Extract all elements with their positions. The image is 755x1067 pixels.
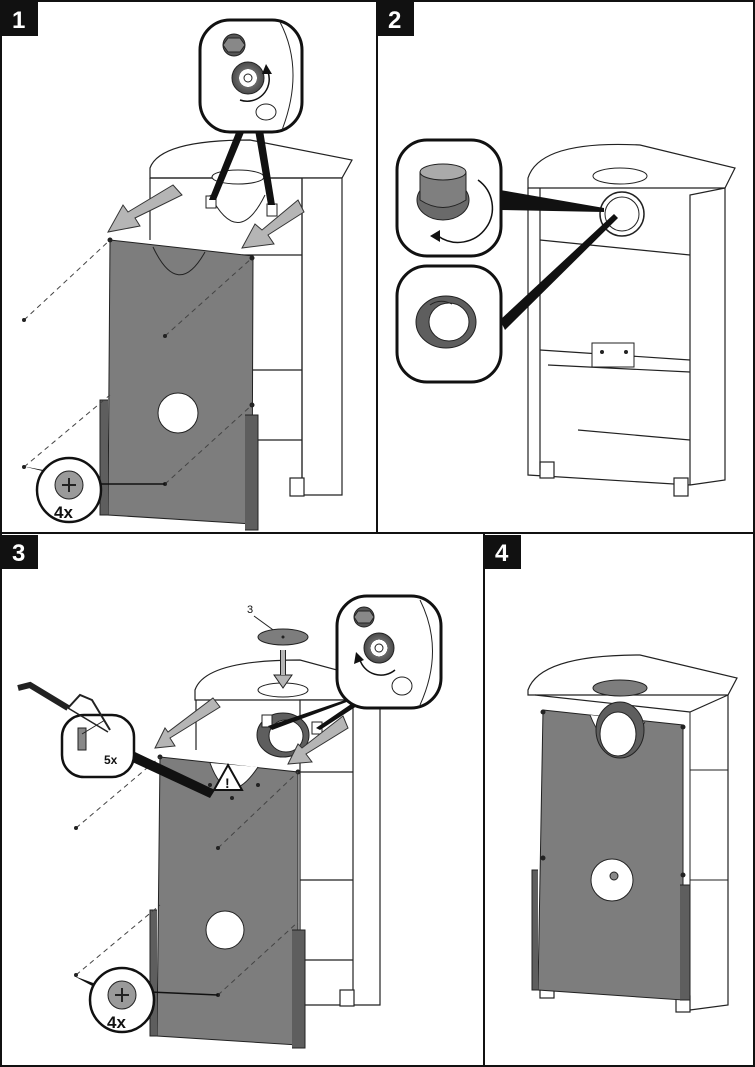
detail-magnifier-3-saw: 5x <box>17 681 215 798</box>
step-4-number: 4 <box>495 540 509 567</box>
svg-text:!: ! <box>225 775 230 791</box>
step-4-panel: 4 <box>485 535 738 1013</box>
rotate-arrow-icon <box>437 179 494 244</box>
screw-callout-1: 4x <box>22 456 165 524</box>
hacksaw-icon <box>17 681 111 733</box>
rotate-arrow-icon <box>239 71 270 102</box>
step-1-badge <box>2 2 38 36</box>
removal-arrow-right <box>241 199 305 249</box>
flue-opening-top-2 <box>592 167 648 185</box>
flue-port <box>599 191 645 237</box>
detail-magnifier-1 <box>198 18 304 205</box>
step-2-panel: 2 <box>378 2 736 497</box>
bolt-detail <box>255 103 277 121</box>
stove-cabinet <box>149 139 353 497</box>
screw-guide-lines-3 <box>75 756 299 996</box>
screw-callout-3: 4x <box>74 966 219 1034</box>
removal-arrow-left-3 <box>154 697 221 749</box>
support-bracket <box>591 342 635 368</box>
cover-plate-3: 3 <box>247 604 309 689</box>
detail-magnifier-2b <box>395 214 618 384</box>
front-panel <box>99 237 259 531</box>
warning-icon <box>212 762 244 791</box>
panel-hole <box>157 392 199 434</box>
step-3-quantity: 4x <box>107 1013 126 1032</box>
step-3-badge <box>2 535 38 569</box>
panel-hole-3 <box>205 910 245 950</box>
step-2-badge <box>378 2 414 36</box>
cover-plate-installed <box>592 679 648 697</box>
removal-arrow-left <box>107 184 183 233</box>
front-panel-4 <box>531 701 691 1001</box>
removal-arrow-right-3 <box>287 715 349 765</box>
step-3-panel: 3 3 <box>2 535 443 1049</box>
step-1-number: 1 <box>12 7 25 34</box>
detail-magnifier-2a <box>395 138 604 258</box>
detail-magnifier-3 <box>268 594 443 730</box>
part-3-label: 3 <box>247 604 253 616</box>
step-2-number: 2 <box>388 7 401 34</box>
front-panel-3: ! <box>149 756 306 1049</box>
flue-collar <box>209 194 266 223</box>
stove-cabinet-3 <box>194 659 386 1007</box>
cut-count-label: 5x <box>104 753 118 767</box>
fastener-right <box>266 203 278 217</box>
step-4-badge <box>485 535 521 569</box>
step-1-quantity: 4x <box>54 503 73 522</box>
rotate-arrow-icon <box>359 659 396 676</box>
step-1-panel: 1 <box>2 2 353 531</box>
screw-guide-lines <box>23 239 253 485</box>
step-3-number: 3 <box>12 540 25 567</box>
